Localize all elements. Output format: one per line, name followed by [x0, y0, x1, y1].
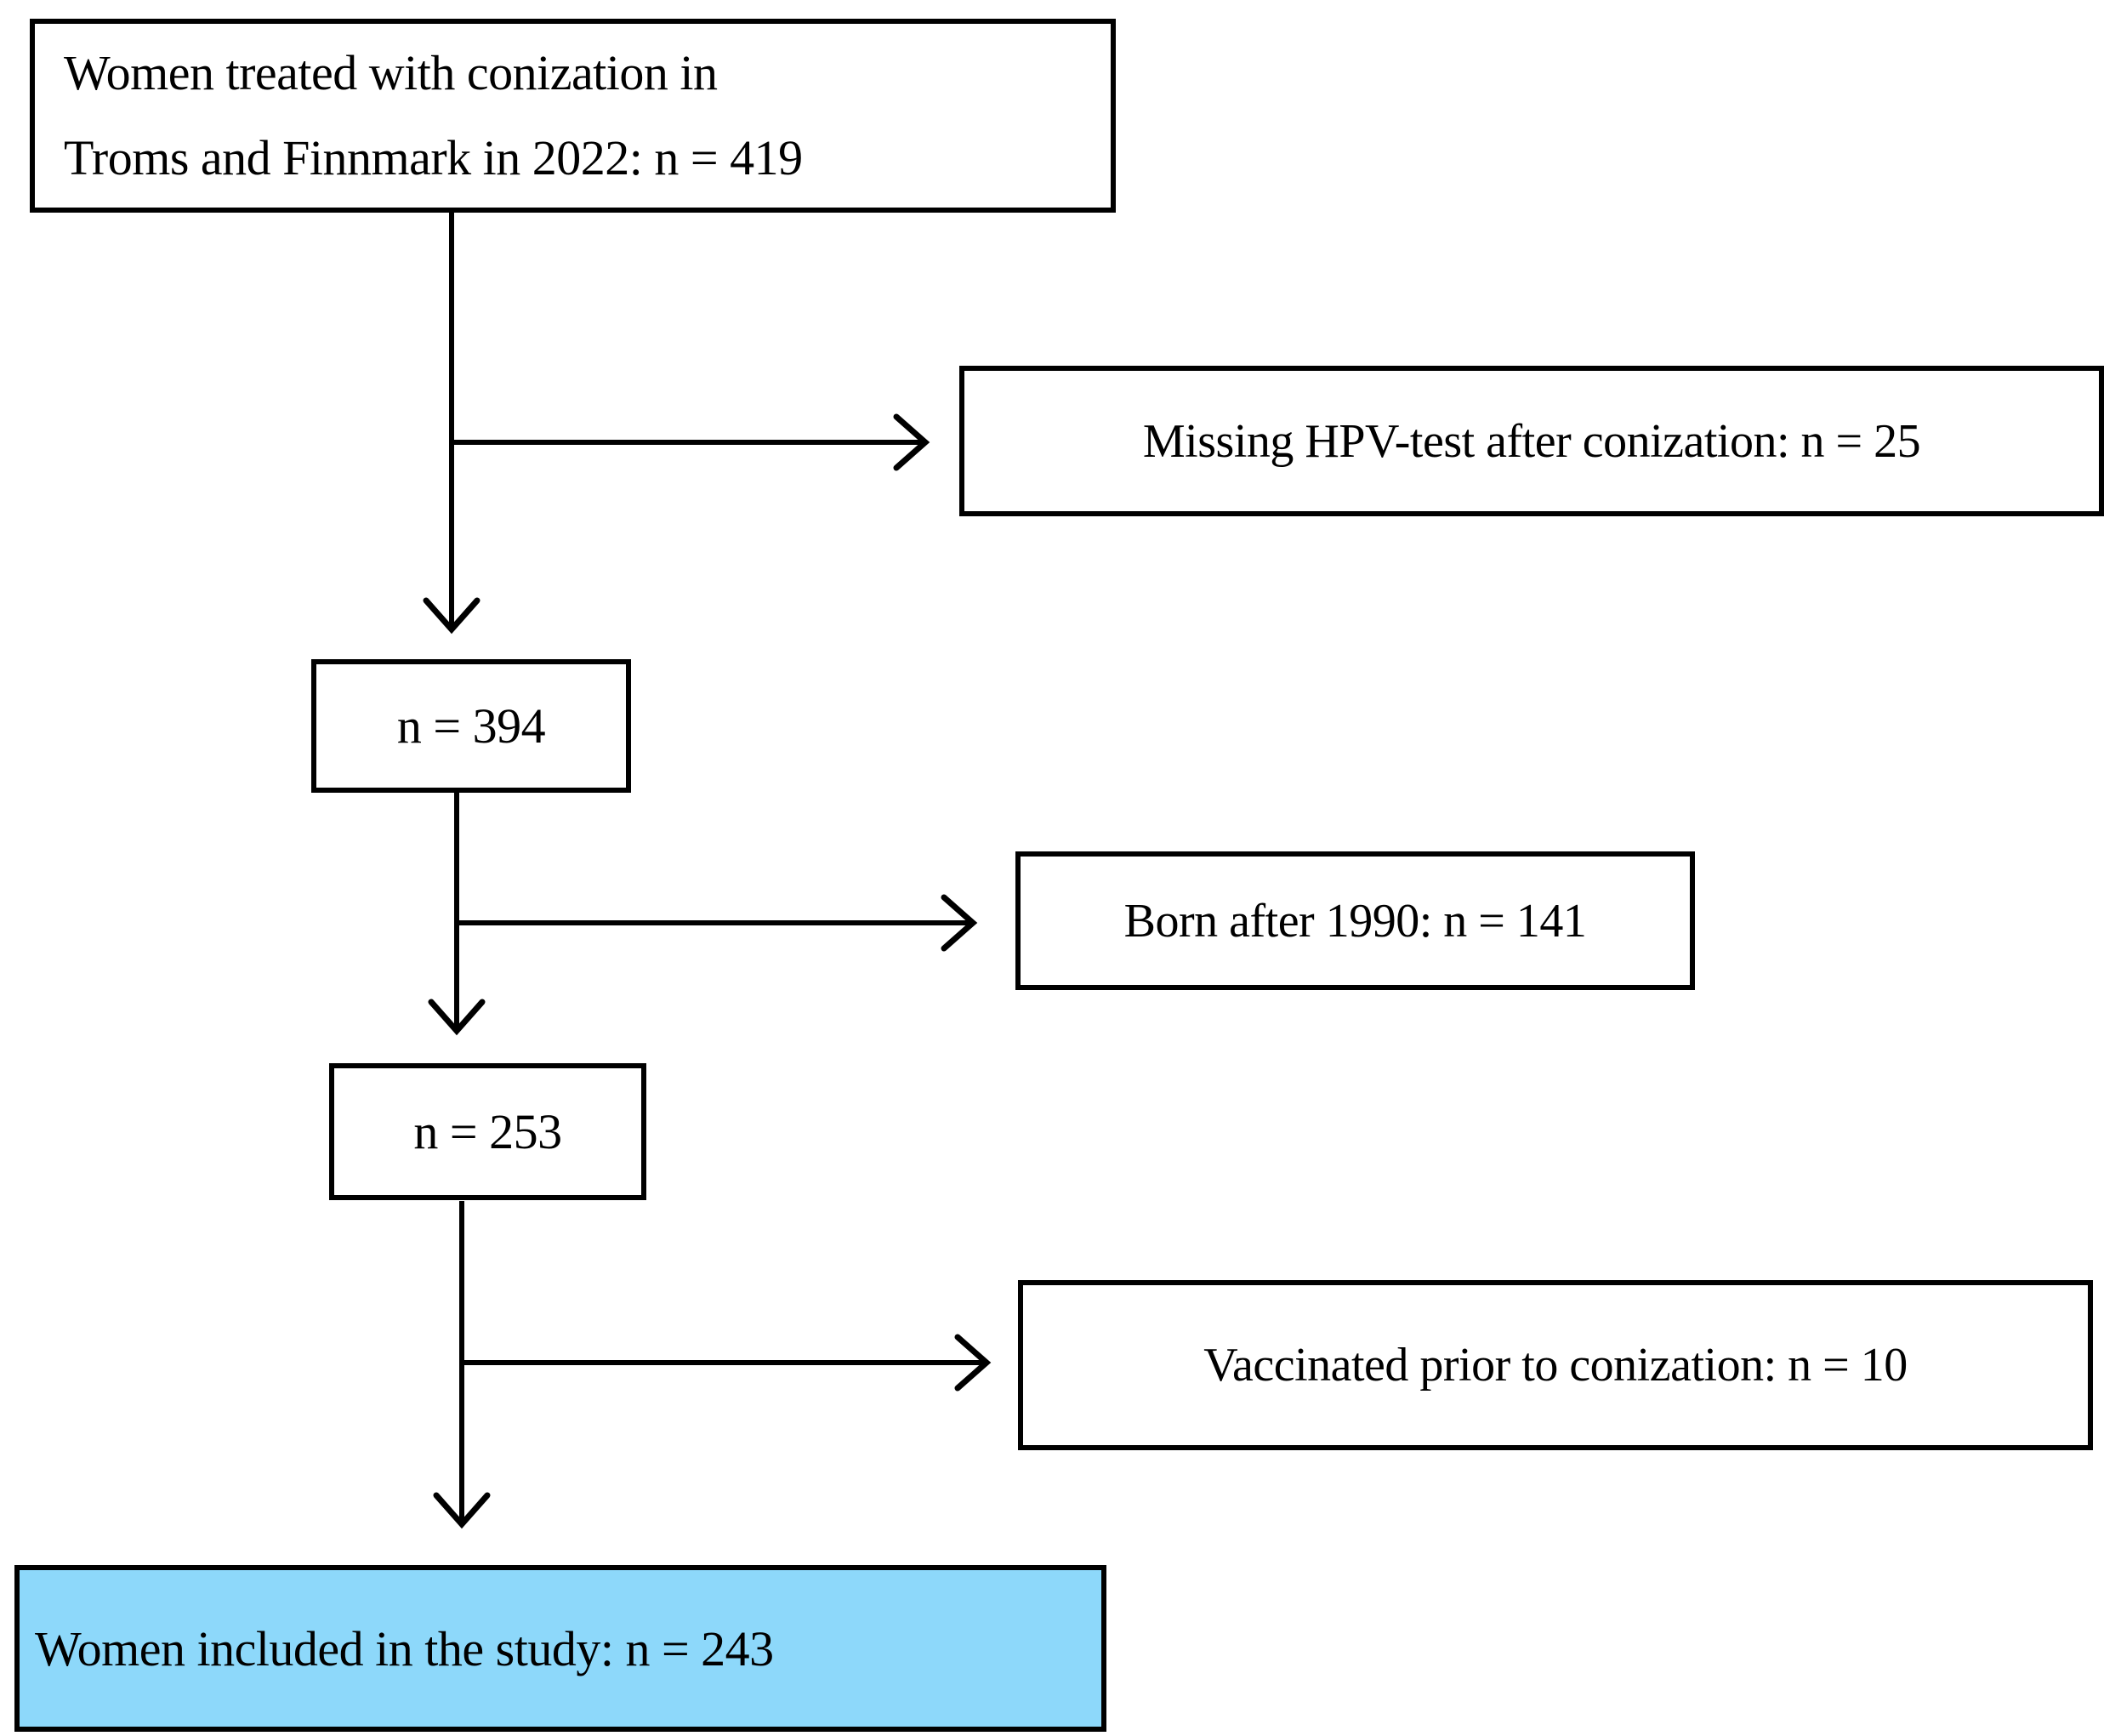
node-women-included-final-label: Women included in the study: n = 243	[35, 1620, 774, 1676]
node-excluded-vaccinated-prior: Vaccinated prior to conization: n = 10	[1018, 1280, 2093, 1450]
node-n-394-label: n = 394	[396, 698, 546, 754]
node-excluded-born-after-1990: Born after 1990: n = 141	[1015, 851, 1695, 990]
node-n-253: n = 253	[329, 1063, 646, 1200]
arrow-branch-missing-hpv-head	[893, 413, 930, 471]
arrow-branch-born-after-1990-head	[941, 894, 978, 952]
node-n-253-label: n = 253	[413, 1104, 562, 1159]
node-excluded-missing-hpv-test-label: Missing HPV-test after conization: n = 2…	[1142, 414, 1921, 468]
arrow-start-to-n394-head	[423, 597, 480, 635]
node-women-treated-line1: Women treated with conization in	[64, 45, 718, 101]
node-women-treated-line2: Troms and Finnmark in 2022: n = 419	[64, 130, 803, 185]
arrow-n253-to-final-head	[433, 1492, 491, 1529]
node-excluded-vaccinated-prior-label: Vaccinated prior to conization: n = 10	[1203, 1339, 1908, 1392]
arrow-n394-to-n253-head	[428, 999, 486, 1036]
node-excluded-born-after-1990-label: Born after 1990: n = 141	[1123, 894, 1587, 948]
arrow-branch-vaccinated-head	[954, 1334, 992, 1392]
node-women-included-final: Women included in the study: n = 243	[14, 1565, 1106, 1732]
node-women-treated-conization: Women treated with conization in Troms a…	[30, 19, 1116, 213]
node-n-394: n = 394	[311, 659, 631, 793]
node-excluded-missing-hpv-test: Missing HPV-test after conization: n = 2…	[959, 366, 2104, 516]
